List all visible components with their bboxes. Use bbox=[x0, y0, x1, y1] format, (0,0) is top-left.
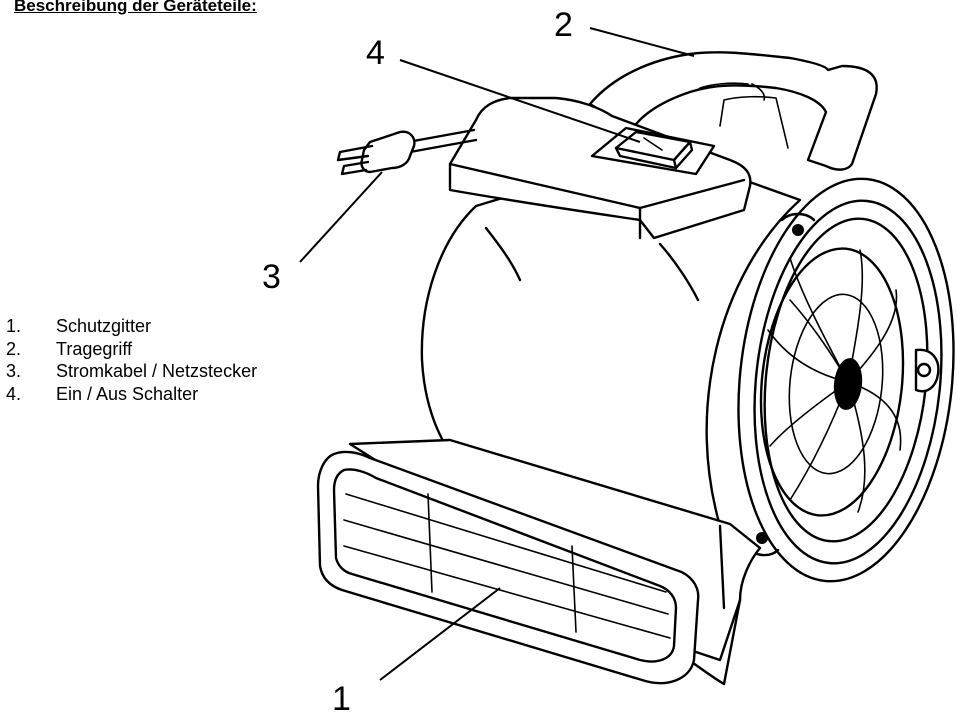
plug-body bbox=[360, 130, 416, 174]
part-label: Tragegriff bbox=[56, 338, 133, 359]
callout-3: 3 bbox=[262, 258, 281, 296]
fan-grille bbox=[759, 247, 905, 517]
callout-2: 2 bbox=[554, 6, 573, 44]
blower-body bbox=[420, 148, 802, 528]
leader-line-3 bbox=[299, 171, 383, 263]
carry-handle bbox=[588, 51, 878, 171]
parts-list-item: 1. Schutzgitter bbox=[6, 315, 257, 338]
parts-list: 1. Schutzgitter 2. Tragegriff 3. Stromka… bbox=[6, 315, 257, 405]
part-number: 3. bbox=[6, 361, 22, 381]
leader-line-2 bbox=[589, 27, 695, 57]
leader-line-4 bbox=[399, 59, 641, 143]
parts-list-item: 2. Tragegriff bbox=[6, 338, 257, 361]
callout-4: 4 bbox=[366, 34, 385, 72]
parts-list-item: 3. Stromkabel / Netzstecker bbox=[6, 360, 257, 383]
part-label: Stromkabel / Netzstecker bbox=[56, 361, 258, 381]
part-label: Schutzgitter bbox=[56, 316, 152, 336]
page-heading: Beschreibung der Geräteteile: bbox=[14, 0, 257, 15]
parts-list-item: 4. Ein / Aus Schalter bbox=[6, 383, 257, 406]
part-number: 4. bbox=[6, 383, 22, 404]
top-housing bbox=[448, 96, 752, 240]
power-cord-plug bbox=[336, 128, 478, 176]
leader-line-1 bbox=[379, 587, 501, 681]
part-number: 2. bbox=[6, 338, 22, 359]
part-number: 1. bbox=[6, 316, 22, 336]
callout-1: 1 bbox=[332, 680, 351, 716]
protective-grille bbox=[316, 450, 700, 685]
part-label: Ein / Aus Schalter bbox=[56, 383, 199, 404]
